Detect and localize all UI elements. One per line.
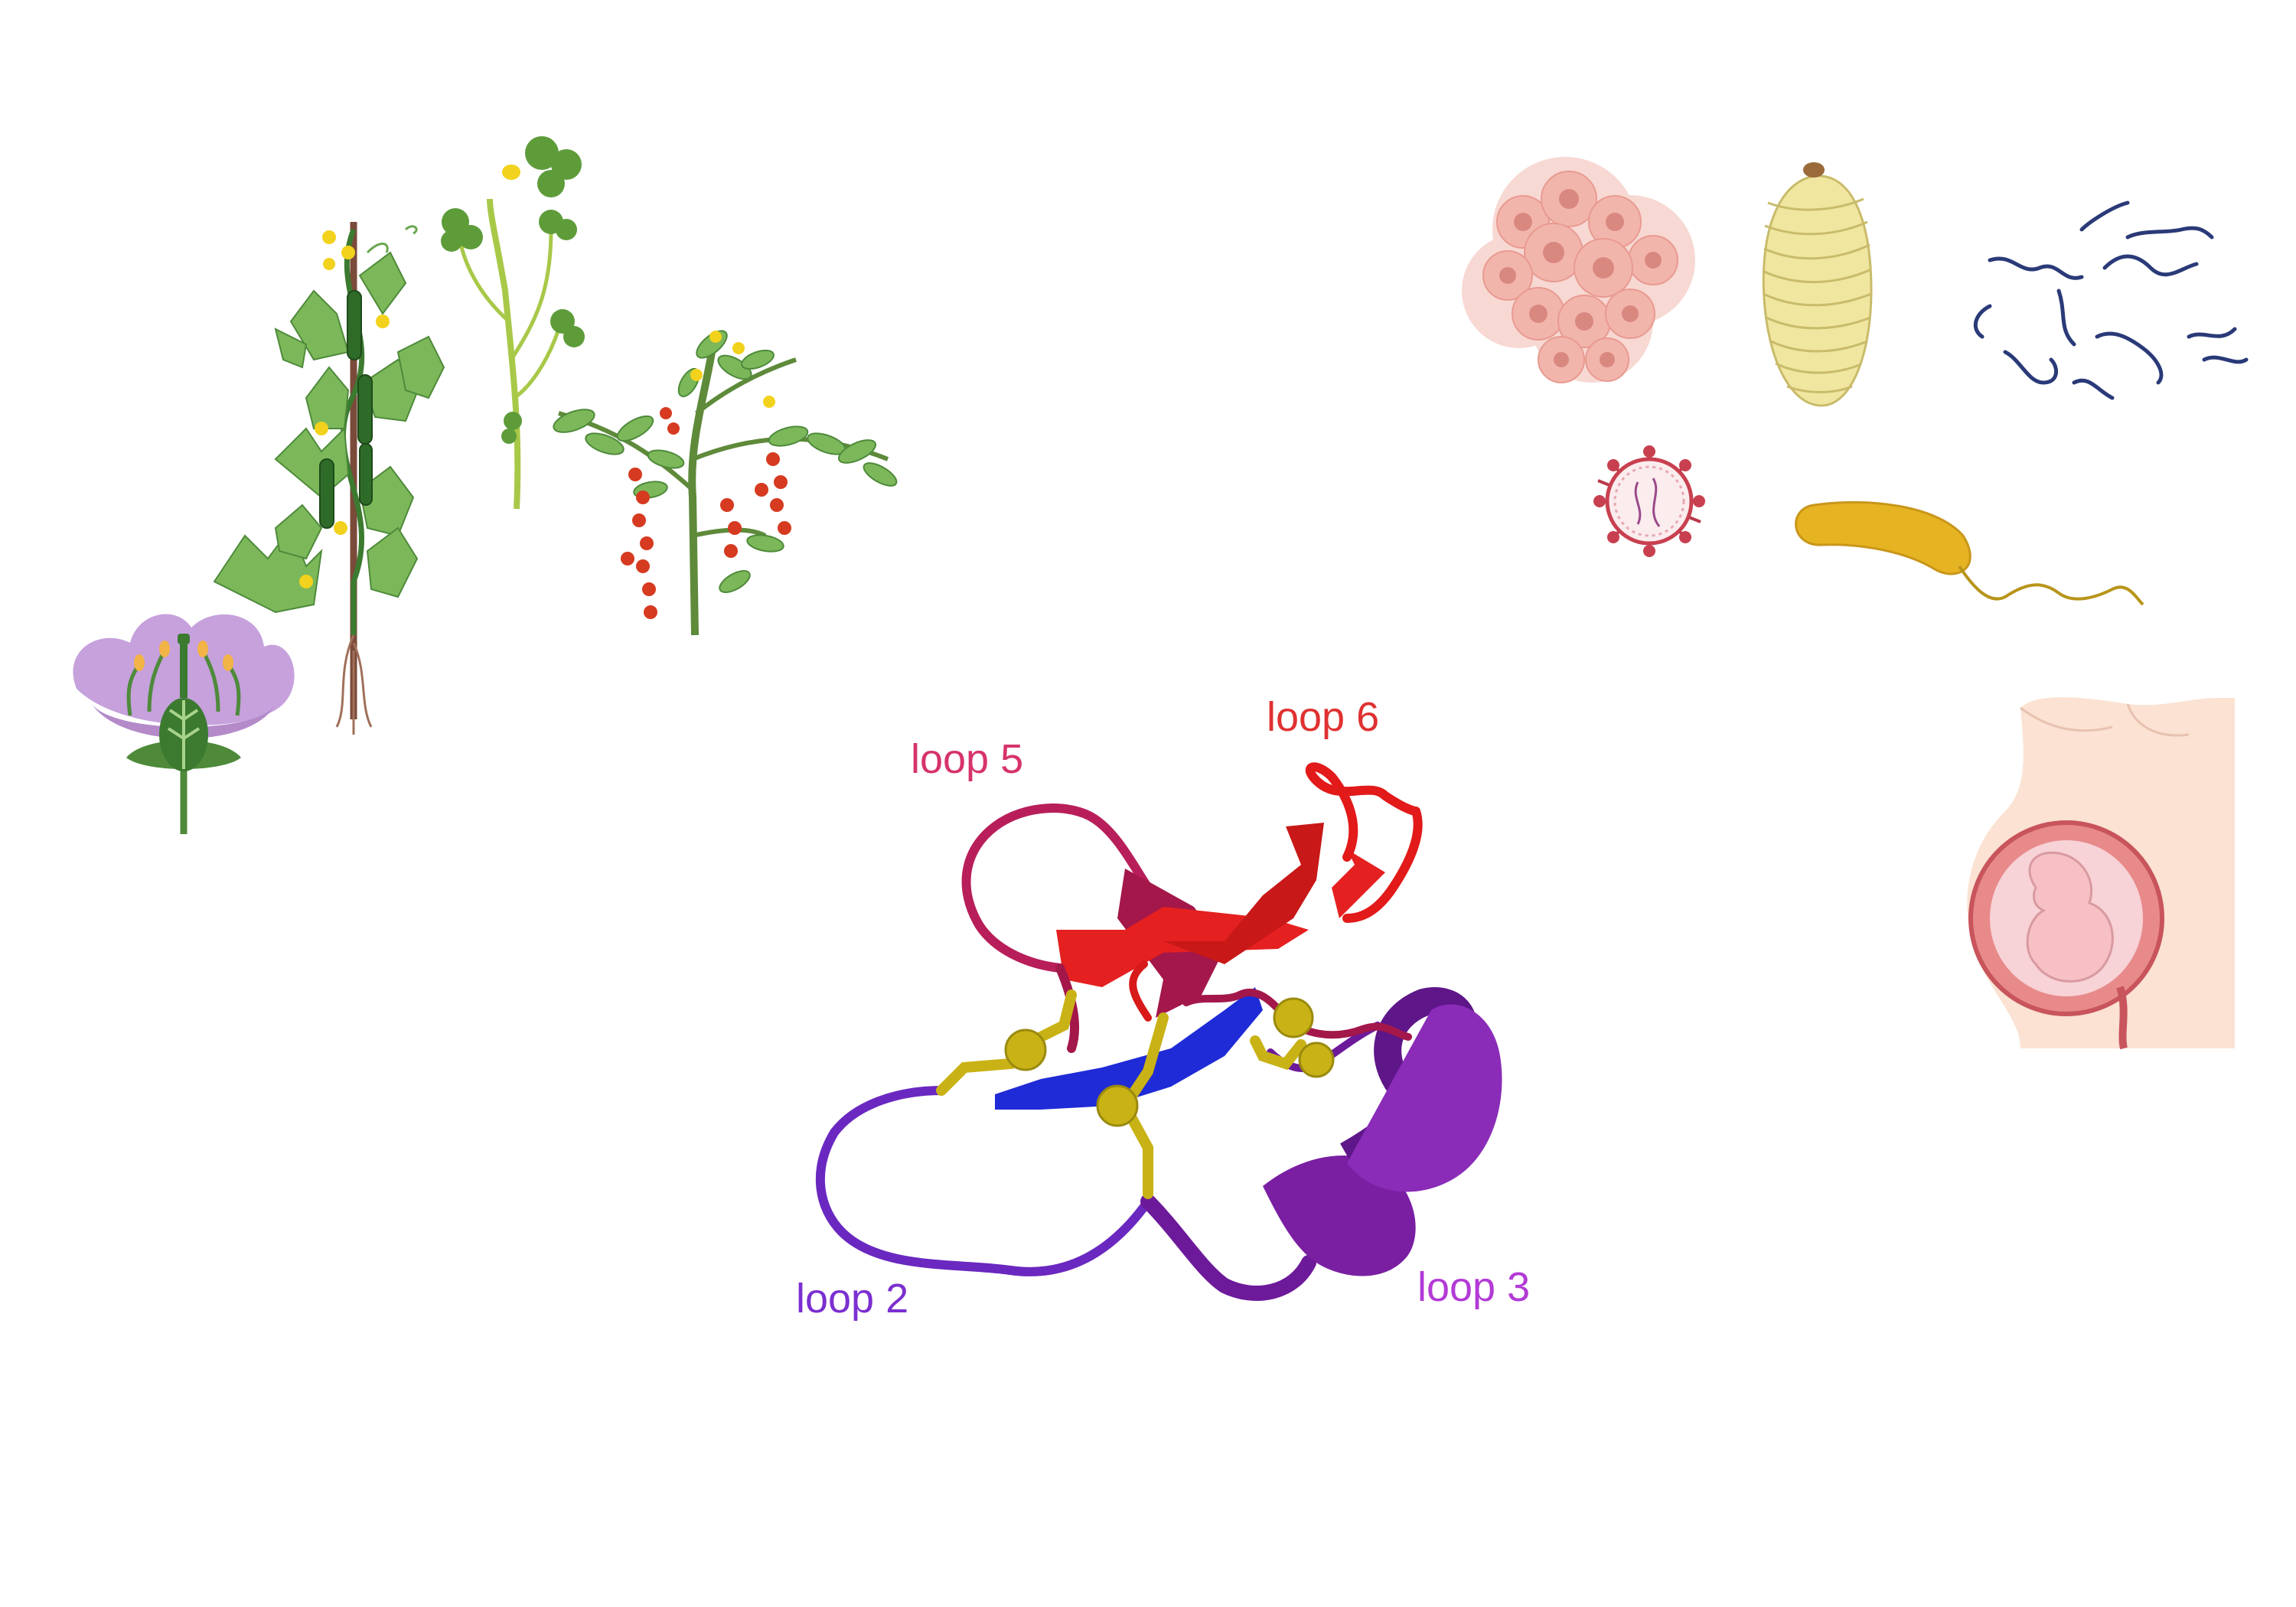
red-beta-sheet [1056, 823, 1385, 987]
virus-icon [1593, 445, 1705, 557]
loop5-coil [961, 804, 1153, 973]
sulfur-atoms [1004, 997, 1335, 1127]
loop6-coil [1305, 762, 1423, 923]
loop6-label: loop 6 [1267, 694, 1379, 740]
loop3-helix [1140, 987, 1502, 1301]
loop3-label: loop 3 [1417, 1264, 1530, 1310]
cyclotide-protein-structure [815, 762, 1502, 1301]
loop2-label: loop 2 [796, 1276, 908, 1322]
flower-cross-section-icon [73, 614, 295, 834]
cancer-cell-cluster-icon [1462, 157, 1695, 383]
bacterium-icon [1795, 500, 2144, 606]
pregnancy-icon [1967, 697, 2235, 1050]
blue-beta-strand [995, 987, 1263, 1110]
insect-larva-icon [1762, 162, 1873, 407]
nematode-worms-icon [1973, 200, 2249, 400]
clover-plant-icon [441, 136, 585, 510]
tomato-plant-icon [553, 330, 898, 636]
loop2-coil [815, 1086, 1153, 1276]
loop5-label: loop 5 [911, 736, 1023, 782]
cucumber-vine-icon [213, 222, 445, 735]
